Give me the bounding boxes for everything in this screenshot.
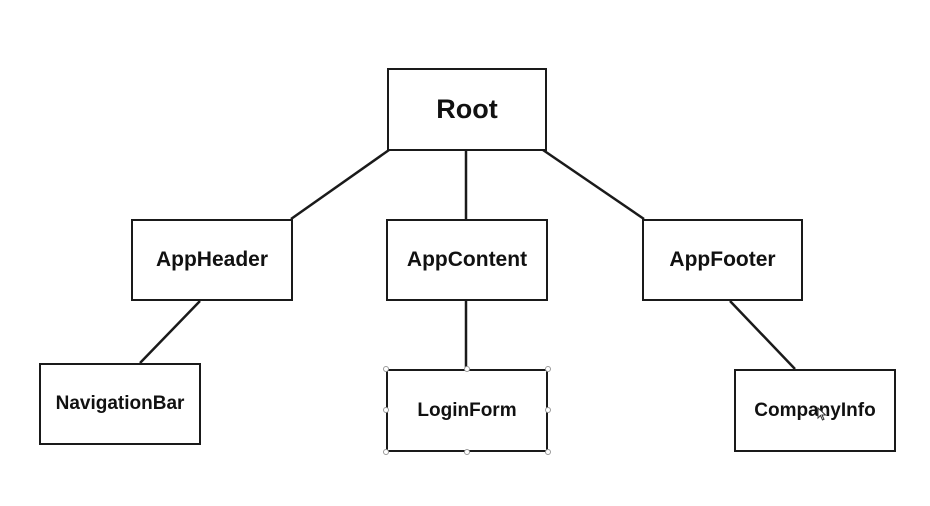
edge-root-footer	[542, 148, 645, 221]
node-login-form-label: LoginForm	[417, 399, 517, 421]
resize-handle-top-left[interactable]	[383, 366, 389, 372]
resize-handle-middle-right[interactable]	[545, 407, 551, 413]
resize-handle-bottom-right[interactable]	[545, 449, 551, 455]
resize-handle-top-right[interactable]	[545, 366, 551, 372]
resize-handle-middle-left[interactable]	[383, 407, 389, 413]
node-app-content[interactable]: AppContent	[386, 219, 548, 301]
node-app-content-label: AppContent	[406, 248, 528, 271]
edge-footer-company	[729, 300, 796, 370]
edge-root-header	[290, 148, 390, 221]
node-navigation-bar-label: NavigationBar	[55, 393, 185, 414]
node-company-info[interactable]: CompanyInfo	[734, 369, 896, 452]
node-login-form[interactable]: LoginForm	[386, 369, 548, 452]
resize-handle-bottom-center[interactable]	[464, 449, 470, 455]
node-root[interactable]: Root	[387, 68, 547, 151]
node-root-label: Root	[436, 94, 498, 124]
node-app-footer-label: AppFooter	[669, 248, 776, 271]
node-app-footer[interactable]: AppFooter	[642, 219, 803, 301]
node-app-header-label: AppHeader	[155, 248, 269, 271]
resize-handle-top-center[interactable]	[464, 366, 470, 372]
node-navigation-bar[interactable]: NavigationBar	[39, 363, 201, 445]
edge-header-nav	[139, 300, 201, 364]
node-company-info-label: CompanyInfo	[754, 399, 876, 421]
resize-handle-bottom-left[interactable]	[383, 449, 389, 455]
mouse-pointer-icon	[817, 407, 827, 421]
node-app-header[interactable]: AppHeader	[131, 219, 293, 301]
